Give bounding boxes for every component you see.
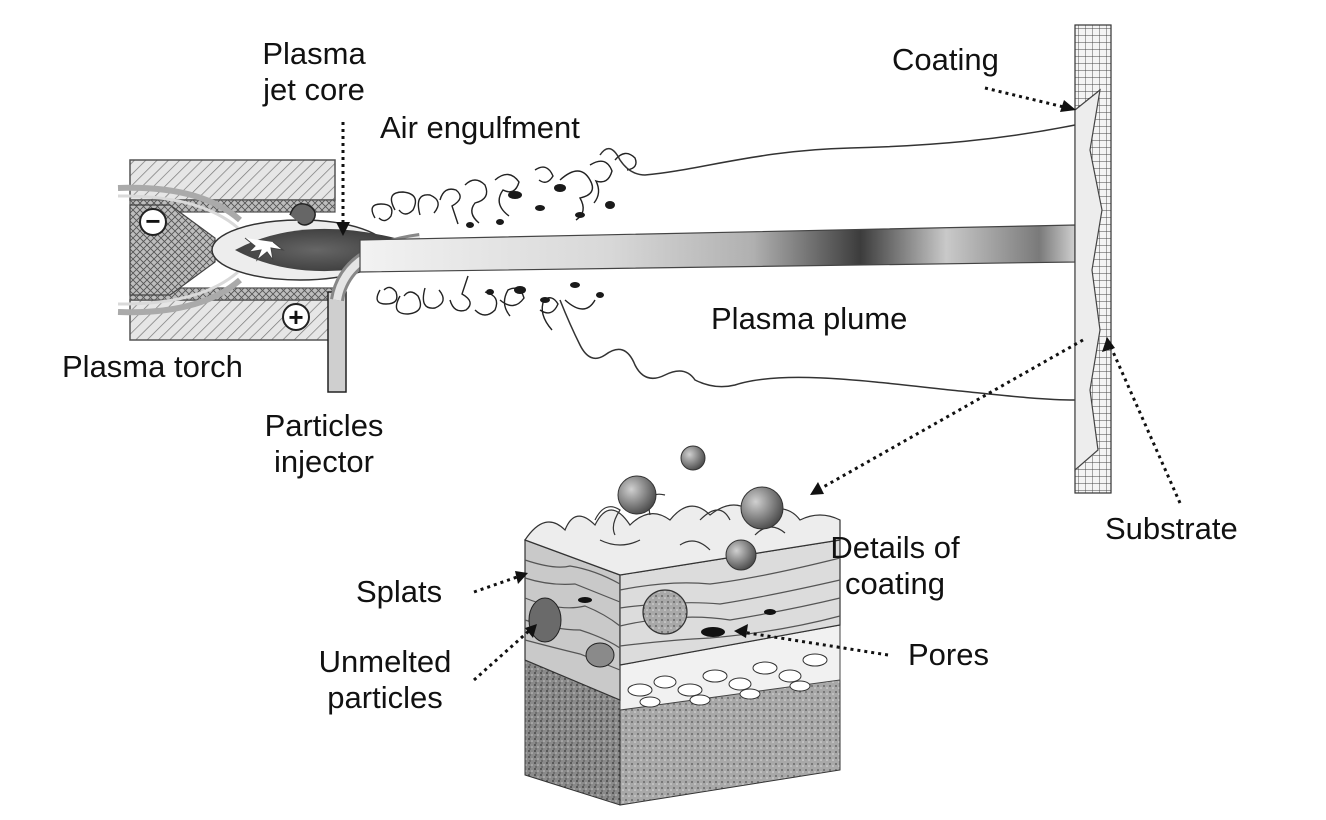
label-splats: Splats [356, 574, 443, 609]
anode-sign: + [288, 302, 303, 332]
arrow-splats [473, 574, 521, 594]
label-details-of-coating: Details of coating [812, 530, 978, 602]
air-engulfment-particles [466, 184, 615, 303]
label-plasma-jet-core-line2: jet core [263, 72, 365, 107]
label-details-line2: coating [845, 566, 945, 601]
substrate [1074, 24, 1112, 494]
plasma-plume-boundary [559, 124, 1076, 401]
anode-symbol [282, 303, 310, 331]
plasma-torch: − + [117, 159, 336, 341]
arrow-details [817, 338, 1084, 492]
label-plasma-jet-core-line1: Plasma [262, 36, 366, 71]
arrow-coating [984, 86, 1069, 110]
label-particles-injector-line2: injector [274, 444, 374, 479]
label-plasma-plume: Plasma plume [711, 301, 908, 336]
label-substrate: Substrate [1105, 511, 1238, 546]
particle-jet [359, 224, 1076, 273]
label-unmelted-particles: Unmelted particles [300, 644, 470, 716]
cathode-symbol [139, 208, 167, 236]
label-unmelted-line1: Unmelted [318, 644, 452, 679]
label-pores: Pores [908, 637, 989, 672]
label-coating: Coating [892, 42, 999, 77]
coating-layer [1074, 88, 1103, 472]
arrow-heads [336, 100, 1115, 638]
label-plasma-jet-core: Plasma jet core [244, 36, 384, 108]
label-particles-injector: Particles injector [246, 408, 402, 480]
leader-arrows [341, 86, 1182, 682]
label-unmelted-line2: particles [327, 680, 443, 715]
arrow-unmelted [473, 628, 531, 682]
label-particles-injector-line1: Particles [264, 408, 384, 443]
label-air-engulfment: Air engulfment [380, 110, 580, 145]
label-details-line1: Details of [830, 530, 960, 565]
label-plasma-torch: Plasma torch [62, 349, 243, 384]
arrow-substrate [1108, 344, 1182, 504]
cathode-sign: − [145, 206, 160, 236]
coating-detail-block [524, 445, 841, 806]
